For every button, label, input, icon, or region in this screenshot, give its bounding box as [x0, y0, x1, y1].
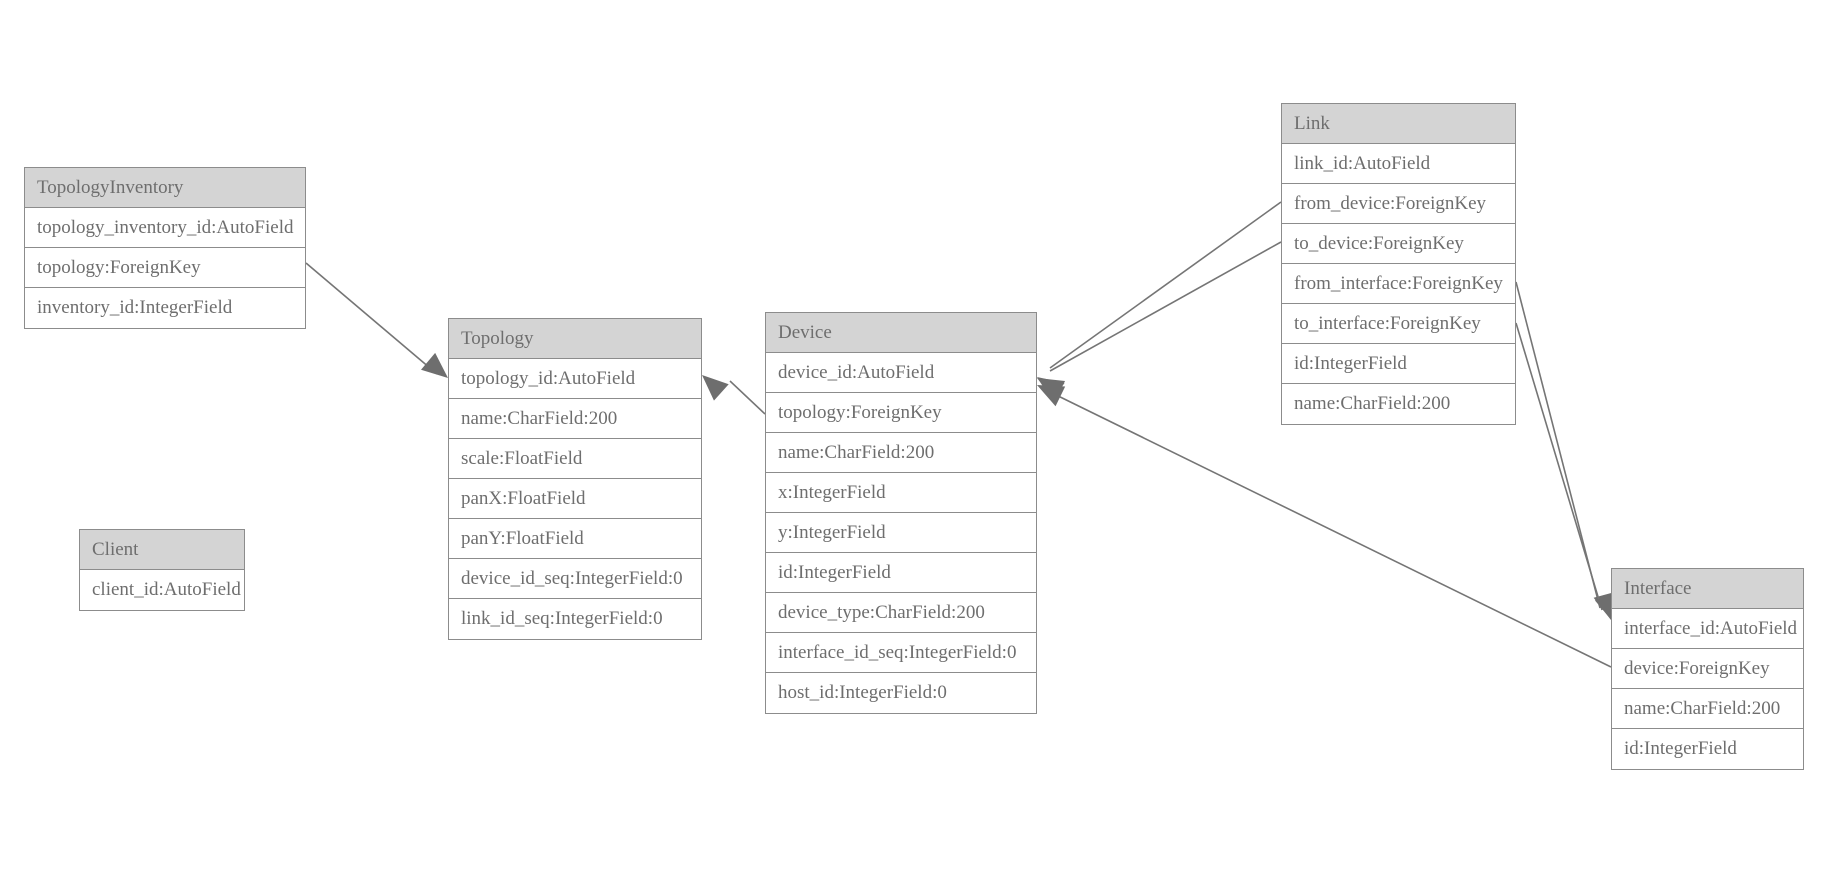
entity-link-field: to_device:ForeignKey: [1282, 224, 1515, 264]
entity-device-field: name:CharField:200: [766, 433, 1036, 473]
entity-link-field: to_interface:ForeignKey: [1282, 304, 1515, 344]
entity-topology_inventory-field: inventory_id:IntegerField: [25, 288, 305, 328]
entity-device-field: host_id:IntegerField:0: [766, 673, 1036, 713]
entity-topology-title: Topology: [449, 319, 701, 359]
rel-link-to-interface-line: [1515, 322, 1603, 611]
entity-topology_inventory-title: TopologyInventory: [25, 168, 305, 208]
entity-link-title: Link: [1282, 104, 1515, 144]
entity-client-field: client_id:AutoField: [80, 570, 244, 610]
rel-link-to-interface: [1515, 322, 1616, 622]
entity-device-field: id:IntegerField: [766, 553, 1036, 593]
entity-device-field: device_type:CharField:200: [766, 593, 1036, 633]
entity-link-field: id:IntegerField: [1282, 344, 1515, 384]
entity-topology-field: device_id_seq:IntegerField:0: [449, 559, 701, 599]
entity-topology_inventory-field: topology:ForeignKey: [25, 248, 305, 288]
rel-link-to-device: [1037, 241, 1282, 401]
rel-device-topology: [702, 375, 766, 415]
rel-topologyinventory-topology-line: [305, 262, 438, 375]
entity-link-field: link_id:AutoField: [1282, 144, 1515, 184]
entity-topology-field: scale:FloatField: [449, 439, 701, 479]
entity-device-field: y:IntegerField: [766, 513, 1036, 553]
entity-topology-field: panX:FloatField: [449, 479, 701, 519]
entity-interface-field: device:ForeignKey: [1612, 649, 1803, 689]
entity-device-field: x:IntegerField: [766, 473, 1036, 513]
entity-interface-title: Interface: [1612, 569, 1803, 609]
entity-topology_inventory-field: topology_inventory_id:AutoField: [25, 208, 305, 248]
entity-device-title: Device: [766, 313, 1036, 353]
rel-link-to-device-line: [1049, 241, 1282, 372]
rel-device-topology-line: [729, 380, 766, 415]
entity-interface-field: interface_id:AutoField: [1612, 609, 1803, 649]
rel-link-from-device: [1037, 201, 1282, 401]
rel-topologyinventory-topology: [305, 262, 448, 378]
entity-topology-field: link_id_seq:IntegerField:0: [449, 599, 701, 639]
entity-link-field: from_interface:ForeignKey: [1282, 264, 1515, 304]
entity-topology-field: panY:FloatField: [449, 519, 701, 559]
entity-topology-field: name:CharField:200: [449, 399, 701, 439]
entity-device-field: interface_id_seq:IntegerField:0: [766, 633, 1036, 673]
entity-topology-field: topology_id:AutoField: [449, 359, 701, 399]
rel-link-from-interface-line: [1515, 281, 1601, 609]
entity-device-field: device_id:AutoField: [766, 353, 1036, 393]
entity-link-field: name:CharField:200: [1282, 384, 1515, 424]
entity-interface-field: id:IntegerField: [1612, 729, 1803, 769]
rel-link-from-device-line: [1049, 201, 1282, 369]
entity-device-field: topology:ForeignKey: [766, 393, 1036, 433]
rel-interface-device-line: [1049, 391, 1612, 668]
entity-client-title: Client: [80, 530, 244, 570]
entity-interface-field: name:CharField:200: [1612, 689, 1803, 729]
entity-link-field: from_device:ForeignKey: [1282, 184, 1515, 224]
rel-interface-device-arrowhead: [1037, 385, 1066, 407]
rel-link-from-interface: [1515, 281, 1615, 620]
